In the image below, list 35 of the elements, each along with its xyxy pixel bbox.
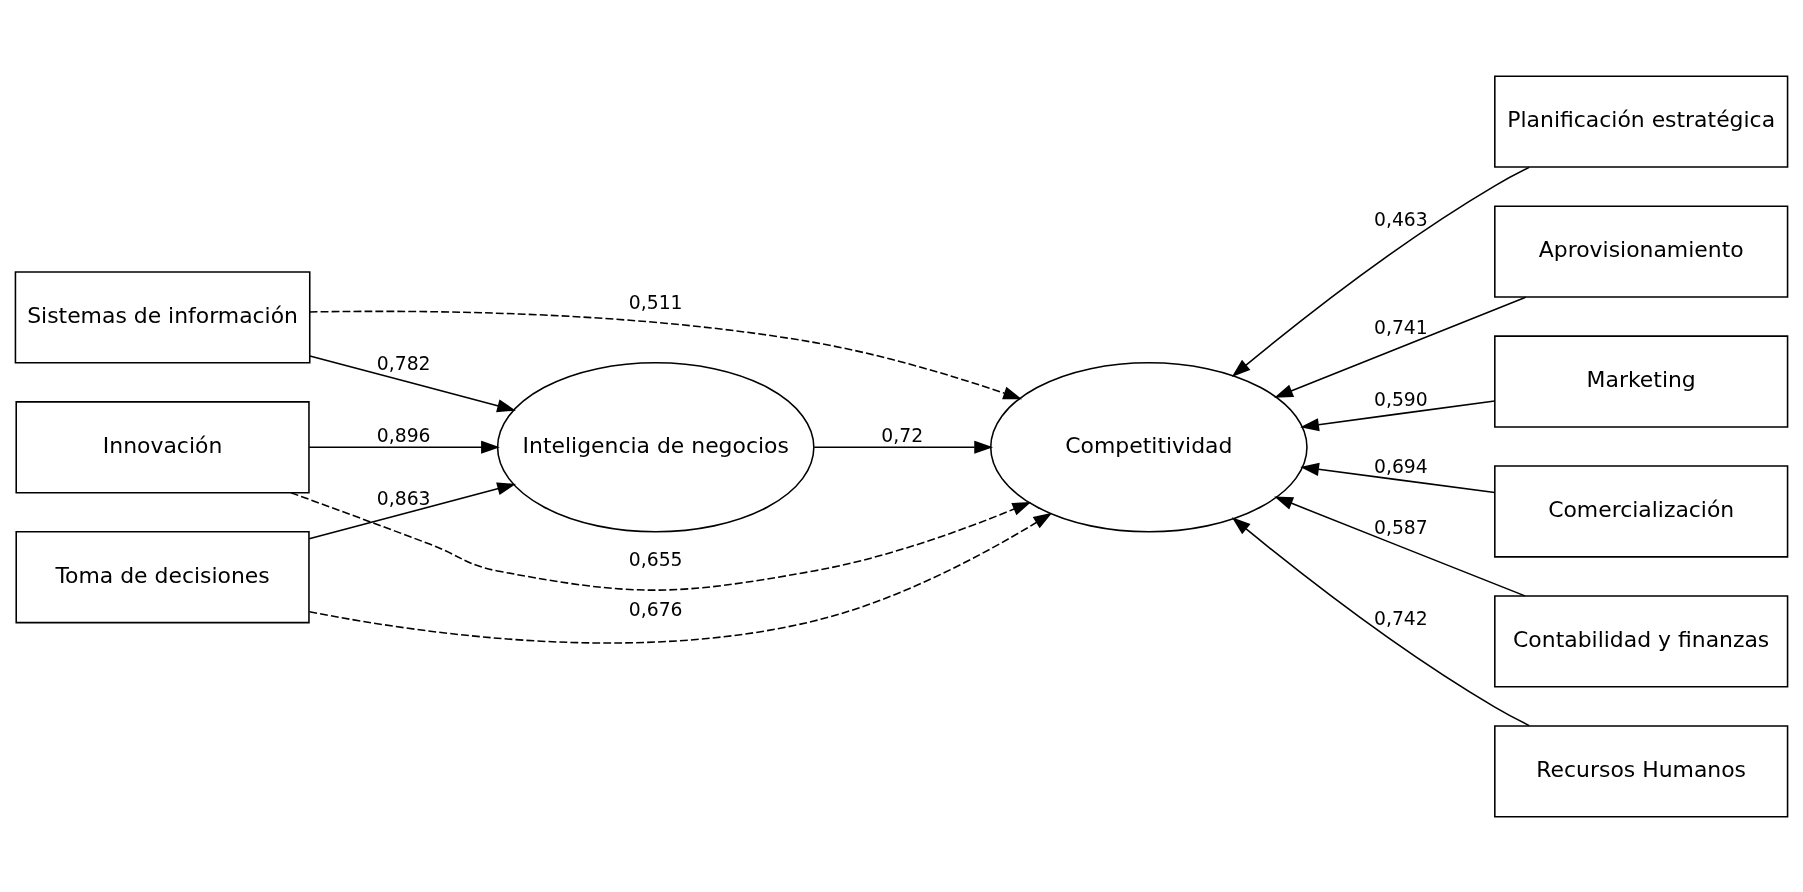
- arrow: [308, 512, 1053, 644]
- arrow: [813, 440, 994, 454]
- arrow: [309, 354, 516, 412]
- node-box: Recursos Humanos: [1494, 724, 1789, 818]
- node-box: Toma de decisiones: [15, 530, 310, 623]
- arrow: [308, 440, 500, 454]
- edge-label: 0,896: [376, 424, 431, 446]
- edge-label: 0,655: [628, 548, 683, 570]
- arrow: [1231, 516, 1530, 726]
- edge-label: 0,463: [1374, 208, 1428, 230]
- arrow: [290, 491, 1032, 591]
- arrow: [309, 310, 1023, 399]
- node-box: Contabilidad y finanzas: [1494, 594, 1789, 688]
- arrow: [308, 481, 516, 540]
- node-box: Planificación estratégica: [1494, 74, 1789, 168]
- node-box: Marketing: [1494, 334, 1789, 428]
- arrow: [1300, 462, 1496, 493]
- edge-label: 0,863: [376, 487, 431, 509]
- arrow: [1231, 166, 1530, 377]
- edge-label: 0,590: [1374, 388, 1428, 410]
- edge-label: 0,782: [376, 352, 431, 374]
- edge-label: 0,694: [1374, 455, 1428, 477]
- arrow: [1300, 399, 1496, 431]
- node-box: Innovación: [15, 400, 310, 493]
- arrow: [1274, 295, 1527, 398]
- arrow: [1274, 495, 1526, 597]
- edge-label: 0,741: [1374, 316, 1428, 338]
- node-box: Comercialización: [1494, 464, 1789, 558]
- node-box: Sistemas de información: [14, 270, 311, 364]
- edge-label: 0,587: [1374, 516, 1428, 538]
- edge-label: 0,742: [1374, 607, 1428, 629]
- edge-label: 0,676: [628, 598, 683, 620]
- node-box: Aprovisionamiento: [1494, 204, 1789, 298]
- edge-label: 0,72: [881, 424, 924, 446]
- edge-label: 0,511: [628, 291, 683, 313]
